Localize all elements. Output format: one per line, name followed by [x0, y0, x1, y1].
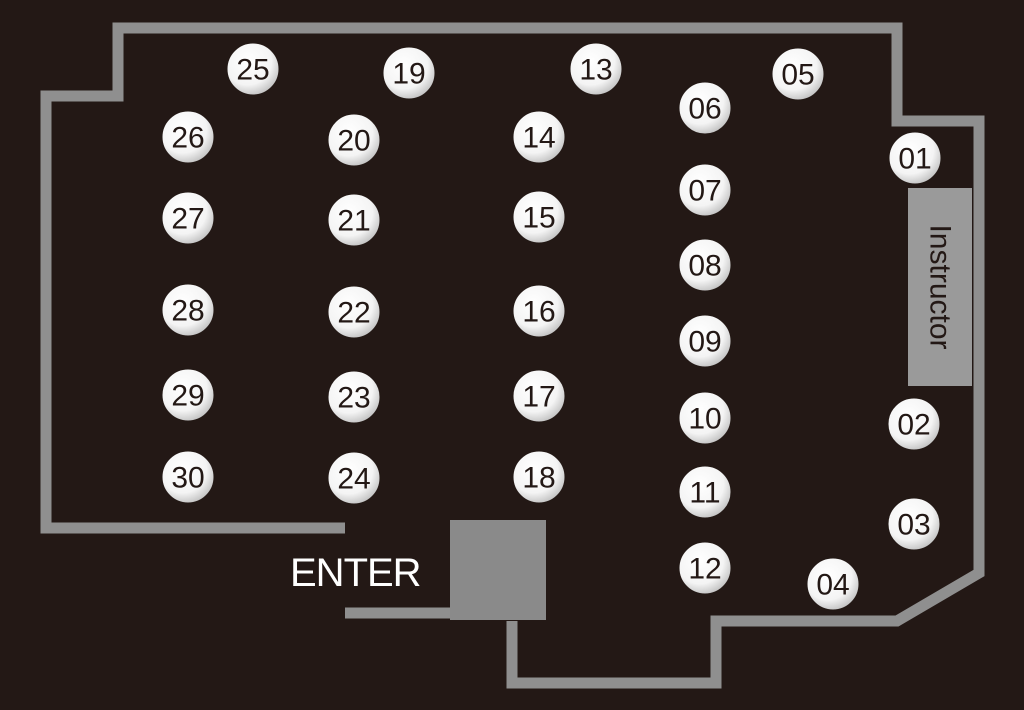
- entrance-block: [450, 520, 546, 620]
- seat-number: 15: [522, 202, 555, 235]
- seat-number: 30: [171, 462, 204, 495]
- seat-number: 25: [236, 54, 269, 87]
- seat-circle: [512, 284, 566, 338]
- seat-circle: [226, 42, 280, 96]
- seat-22: 22: [327, 285, 381, 339]
- seat-19: 19: [382, 46, 436, 100]
- seat-number: 10: [688, 403, 721, 436]
- instructor-label: Instructor: [924, 224, 957, 349]
- seat-circle: [887, 497, 941, 551]
- seat-23: 23: [327, 370, 381, 424]
- enter-label: ENTER: [290, 551, 421, 595]
- seat-27: 27: [161, 191, 215, 245]
- seat-number: 08: [688, 250, 721, 283]
- seat-number: 13: [579, 54, 612, 87]
- seat-circle: [771, 47, 825, 101]
- seat-circle: [678, 391, 732, 445]
- seat-12: 12: [678, 541, 732, 595]
- seat-circle: [512, 110, 566, 164]
- seat-number: 01: [898, 143, 931, 176]
- seat-14: 14: [512, 110, 566, 164]
- seat-number: 12: [688, 553, 721, 586]
- seat-06: 06: [678, 81, 732, 135]
- seat-number: 02: [897, 409, 930, 442]
- seat-group: 01 02 03 04 05 06 07 08 09 10 11 12 13 14 15 16 17 18 19 20…: [161, 42, 942, 611]
- seat-26: 26: [161, 110, 215, 164]
- seat-circle: [512, 369, 566, 423]
- seat-02: 02: [887, 397, 941, 451]
- seat-number: 29: [171, 380, 204, 413]
- seat-15: 15: [512, 190, 566, 244]
- seat-circle: [678, 81, 732, 135]
- seat-07: 07: [678, 163, 732, 217]
- seat-17: 17: [512, 369, 566, 423]
- seat-09: 09: [678, 314, 732, 368]
- seat-number: 22: [337, 297, 370, 330]
- seat-circle: [161, 110, 215, 164]
- seat-circle: [327, 451, 381, 505]
- seat-number: 21: [337, 205, 370, 238]
- seat-number: 24: [337, 463, 370, 496]
- seat-number: 05: [781, 59, 814, 92]
- seat-number: 04: [816, 569, 849, 602]
- seat-21: 21: [327, 193, 381, 247]
- seat-circle: [512, 450, 566, 504]
- seat-number: 17: [522, 381, 555, 414]
- seat-number: 18: [522, 462, 555, 495]
- seat-number: 09: [688, 326, 721, 359]
- seat-circle: [512, 190, 566, 244]
- seat-number: 28: [171, 295, 204, 328]
- seat-number: 27: [171, 203, 204, 236]
- instructor-desk: [908, 188, 972, 386]
- seat-01: 01: [888, 131, 942, 185]
- seat-number: 03: [897, 509, 930, 542]
- seat-circle: [678, 238, 732, 292]
- seat-04: 04: [806, 557, 860, 611]
- seat-number: 20: [337, 125, 370, 158]
- seat-number: 11: [689, 477, 720, 510]
- seat-circle: [161, 191, 215, 245]
- seat-circle: [678, 314, 732, 368]
- seat-circle: [569, 42, 623, 96]
- seat-28: 28: [161, 283, 215, 337]
- room-wall-main: [40, 22, 985, 689]
- seat-number: 06: [688, 93, 721, 126]
- seat-circle: [327, 370, 381, 424]
- seat-circle: [161, 283, 215, 337]
- seat-03: 03: [887, 497, 941, 551]
- seat-20: 20: [327, 113, 381, 167]
- seat-circle: [887, 397, 941, 451]
- seat-10: 10: [678, 391, 732, 445]
- seat-circle: [678, 465, 732, 519]
- seat-30: 30: [161, 450, 215, 504]
- seat-29: 29: [161, 368, 215, 422]
- seat-circle: [161, 368, 215, 422]
- seat-08: 08: [678, 238, 732, 292]
- seat-circle: [888, 131, 942, 185]
- seat-16: 16: [512, 284, 566, 338]
- seat-circle: [161, 450, 215, 504]
- seat-25: 25: [226, 42, 280, 96]
- seat-circle: [327, 193, 381, 247]
- seat-number: 16: [522, 296, 555, 329]
- seat-number: 07: [688, 175, 721, 208]
- seat-circle: [678, 163, 732, 217]
- seat-circle: [327, 113, 381, 167]
- seat-circle: [327, 285, 381, 339]
- seat-number: 26: [171, 122, 204, 155]
- seat-24: 24: [327, 451, 381, 505]
- seat-circle: [678, 541, 732, 595]
- seat-13: 13: [569, 42, 623, 96]
- seat-number: 14: [522, 122, 555, 155]
- seat-number: 19: [392, 58, 425, 91]
- seat-05: 05: [771, 47, 825, 101]
- seat-number: 23: [337, 382, 370, 415]
- seat-18: 18: [512, 450, 566, 504]
- seat-11: 11: [678, 465, 732, 519]
- seat-circle: [382, 46, 436, 100]
- seat-circle: [806, 557, 860, 611]
